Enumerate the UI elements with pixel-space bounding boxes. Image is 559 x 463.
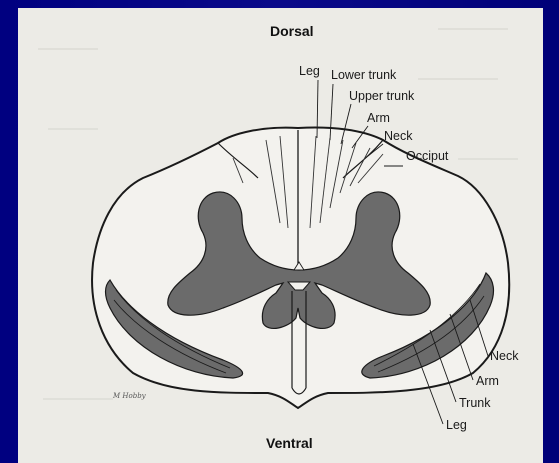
dorsal-arm-label: Arm xyxy=(367,111,390,125)
ventral-label: Ventral xyxy=(266,435,313,451)
dorsal-upper-trunk-label: Upper trunk xyxy=(349,89,415,103)
ventral-leg-label: Leg xyxy=(446,418,467,432)
dorsal-leg-label: Leg xyxy=(299,64,320,78)
ventral-arm-label: Arm xyxy=(476,374,499,388)
dorsal-neck-label: Neck xyxy=(384,129,413,143)
spinal-cord-diagram: Dorsal Ventral Leg Lower trunk Upper tru… xyxy=(18,8,543,463)
diagram-plate: Dorsal Ventral Leg Lower trunk Upper tru… xyxy=(18,8,543,463)
dorsal-label: Dorsal xyxy=(270,23,314,39)
dorsal-lower-trunk-label: Lower trunk xyxy=(331,68,397,82)
dorsal-occiput-label: Occiput xyxy=(406,149,449,163)
artist-signature: M Hobby xyxy=(112,392,147,400)
ventral-trunk-label: Trunk xyxy=(459,396,491,410)
ventral-neck-label: Neck xyxy=(490,349,519,363)
